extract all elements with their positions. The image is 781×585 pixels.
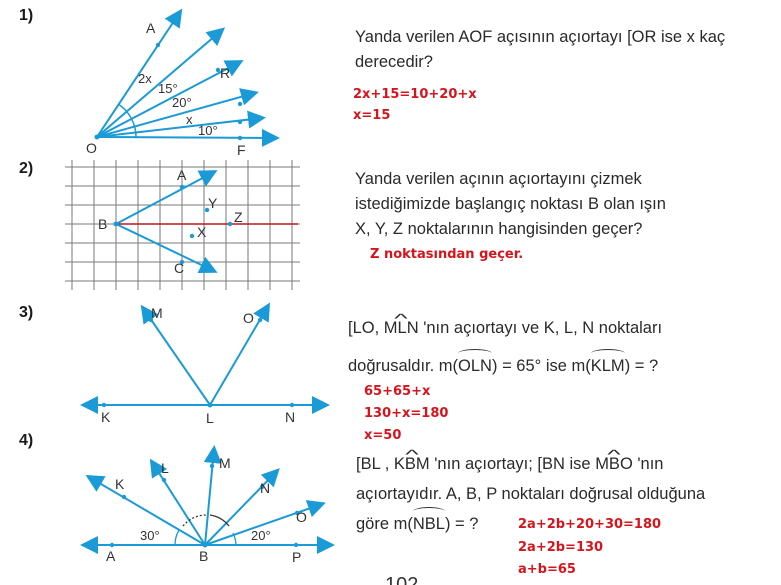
q4-angle-30: 30° [140,528,160,543]
q2-points [113,184,233,265]
q4-question-line-3: göre m(NBL) = ? [356,507,479,537]
q4-angle-20: 20° [251,528,271,543]
q3-question-line-1: [LO, MLN 'nın açıortayı ve K, L, N nokta… [348,316,662,341]
q3-question-line-2: doğrusaldır. m(OLN) = 65° ise m(KLM) = ? [348,349,659,379]
q4-text-p6: ) = ? [444,515,479,533]
q2-rays [115,170,218,274]
q4-figure [80,445,335,554]
q1-angle-x: x [186,112,193,127]
q3-points [101,317,295,408]
q2-label-X: X [197,224,207,240]
q3-text-p1: [LO, [348,319,380,337]
q4-label-M: M [219,455,231,471]
q4-answer-line-1: 2a+2b+20+30=180 [518,517,662,532]
q3-text-p5: ) = ? [624,357,659,375]
q3-text-p2: 'nın açıortayı ve K, L, N noktaları [423,319,663,337]
q1-answer-line-2: x=15 [353,108,391,123]
q1-question-line-2: derecedir? [355,53,433,71]
q3-angle-klm: KLM [590,349,625,379]
q4-text-p5: göre m( [356,515,413,533]
q3-label-N: N [285,409,295,425]
q3-label-L: L [206,410,214,426]
q2-answer: Z noktasından geçer. [370,247,524,262]
q1-label-O: O [86,140,97,156]
q2-label-B: B [98,216,107,232]
q1-label-F: F [237,142,246,158]
q2-label-A: A [177,167,187,183]
q2-label-Z: Z [234,209,243,225]
q4-angle-mbo: MBO [595,452,633,477]
q3-answer-line-2: 130+x=180 [364,406,449,421]
q2-label-Y: Y [208,195,218,211]
q1-answer-line-1: 2x+15=10+20+x [353,87,477,102]
question-number-2: 2) [19,160,34,177]
q4-label-L: L [161,460,169,476]
q3-text-p4: ) = 65° ise m( [491,357,591,375]
q4-answer-line-2: 2a+2b=130 [518,540,604,555]
q3-answer-line-3: x=50 [364,428,402,443]
q4-question-line-2: açıortayıdır. A, B, P noktaları doğrusal… [356,485,706,503]
q4-label-N: N [260,480,270,496]
q2-question-line-2: istediğimizde başlangıç noktası B olan ı… [355,195,666,213]
q1-figure [96,8,280,147]
q4-label-O: O [296,509,307,525]
q2-grid [65,160,300,290]
q4-text-p3: 'nın [637,455,664,473]
page-number: 102 [385,574,418,585]
q3-label-M: M [151,305,163,321]
q2-question-line-1: Yanda verilen açının açıortayını çizmek [355,170,642,188]
q4-question-line-1: [BL , KBM 'nın açıortayı; [BN ise MBO 'n… [356,452,663,477]
q3-figure [80,302,330,414]
q4-angle-arcs [174,514,237,546]
q4-label-P: P [292,549,301,565]
q4-angle-nbl: NBL [412,507,446,537]
q3-text-p3: doğrusaldır. m( [348,357,459,375]
q1-points [94,34,243,141]
q1-angle-20: 20° [172,95,192,110]
q3-label-K: K [101,409,111,425]
q2-question-line-3: X, Y, Z noktalarının hangisinden geçer? [355,220,643,238]
q4-label-K: K [115,476,125,492]
question-number-3: 3) [19,304,34,321]
q2-question: Yanda verilen açının açıortayını çizmek … [355,167,775,242]
q4-answer-line-3: a+b=65 [518,562,576,577]
q1-label-A: A [146,20,156,36]
q4-label-B: B [199,548,208,564]
q4-label-A: A [106,548,116,564]
q3-label-O: O [243,310,254,326]
q1-angle-15: 15° [158,81,178,96]
q4-text-p2: 'nın açıortayı; [BN ise [434,455,591,473]
q3-angle-oln: OLN [458,349,492,379]
q1-question: Yanda verilen AOF açısının açıortayı [OR… [355,25,765,75]
q3-answer-line-1: 65+65+x [364,384,431,399]
question-number-1: 1) [19,7,34,24]
q3-angle-mln: MLN [384,316,419,341]
q4-points [109,463,300,548]
question-number-4: 4) [19,432,34,449]
q1-question-line-1: Yanda verilen AOF açısının açıortayı [OR… [355,28,726,46]
q1-angle-2x: 2x [138,71,152,86]
q4-angle-kbm: KBM [394,452,430,477]
q4-text-p1: [BL , [356,455,390,473]
q1-angle-10: 10° [198,123,218,138]
q2-label-C: C [174,260,184,276]
q1-label-R: R [220,65,230,81]
